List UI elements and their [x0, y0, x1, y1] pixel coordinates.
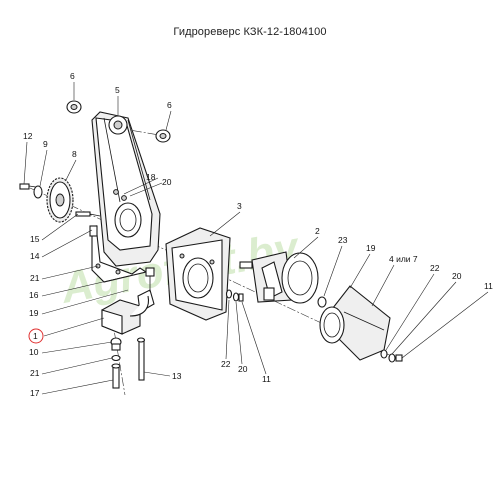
callout-20-right: 20 — [452, 271, 462, 281]
part-valve-block — [101, 267, 155, 335]
part-fasteners-left — [19, 183, 101, 217]
callout-16: 16 — [29, 290, 39, 300]
callout-21-bottom: 21 — [30, 368, 40, 378]
callout-5: 5 — [115, 85, 120, 95]
part-cover — [319, 285, 391, 361]
callout-8: 8 — [72, 149, 77, 159]
callout-4-or-7: 4 или 7 — [389, 254, 418, 264]
callout-11-right: 11 — [484, 281, 493, 291]
callout-numbers: 1 2 3 4 или 7 5 6 6 8 9 10 11 11 12 13 1… — [23, 71, 493, 398]
callout-13: 13 — [172, 371, 182, 381]
part-bottom-fasteners — [110, 337, 146, 389]
callout-6-right: 6 — [167, 100, 172, 110]
part-bushings — [66, 100, 171, 143]
callout-15: 15 — [30, 234, 40, 244]
callout-6-left: 6 — [70, 71, 75, 81]
highlight-ring — [28, 328, 44, 344]
callout-10: 10 — [29, 347, 39, 357]
callout-3: 3 — [237, 201, 242, 211]
callout-18: 18 — [146, 172, 156, 182]
callout-17: 17 — [30, 388, 40, 398]
callout-1: 1 — [33, 331, 38, 341]
callout-20-top: 20 — [162, 177, 172, 187]
diagram-title: Гидрореверс КЗК-12-1804100 — [173, 26, 327, 38]
callout-23: 23 — [338, 235, 348, 245]
callout-21-left: 21 — [30, 273, 40, 283]
part-hydraulic-motor — [239, 251, 319, 304]
callout-22-bottom: 22 — [221, 359, 231, 369]
callout-19-left: 19 — [29, 308, 39, 318]
part-lever — [91, 111, 161, 267]
callout-14: 14 — [30, 251, 40, 261]
leader-lines — [23, 82, 489, 395]
callout-20-bottom: 20 — [238, 364, 248, 374]
part-plate — [165, 227, 231, 321]
part-washers — [225, 289, 403, 363]
callout-11-bottom: 11 — [262, 374, 271, 384]
callout-22-right: 22 — [430, 263, 440, 273]
callout-9: 9 — [43, 139, 48, 149]
callout-12: 12 — [23, 131, 33, 141]
part-gear — [46, 177, 74, 223]
callout-2: 2 — [315, 226, 320, 236]
part-bracket — [89, 225, 148, 283]
callout-19-right: 19 — [366, 243, 376, 253]
